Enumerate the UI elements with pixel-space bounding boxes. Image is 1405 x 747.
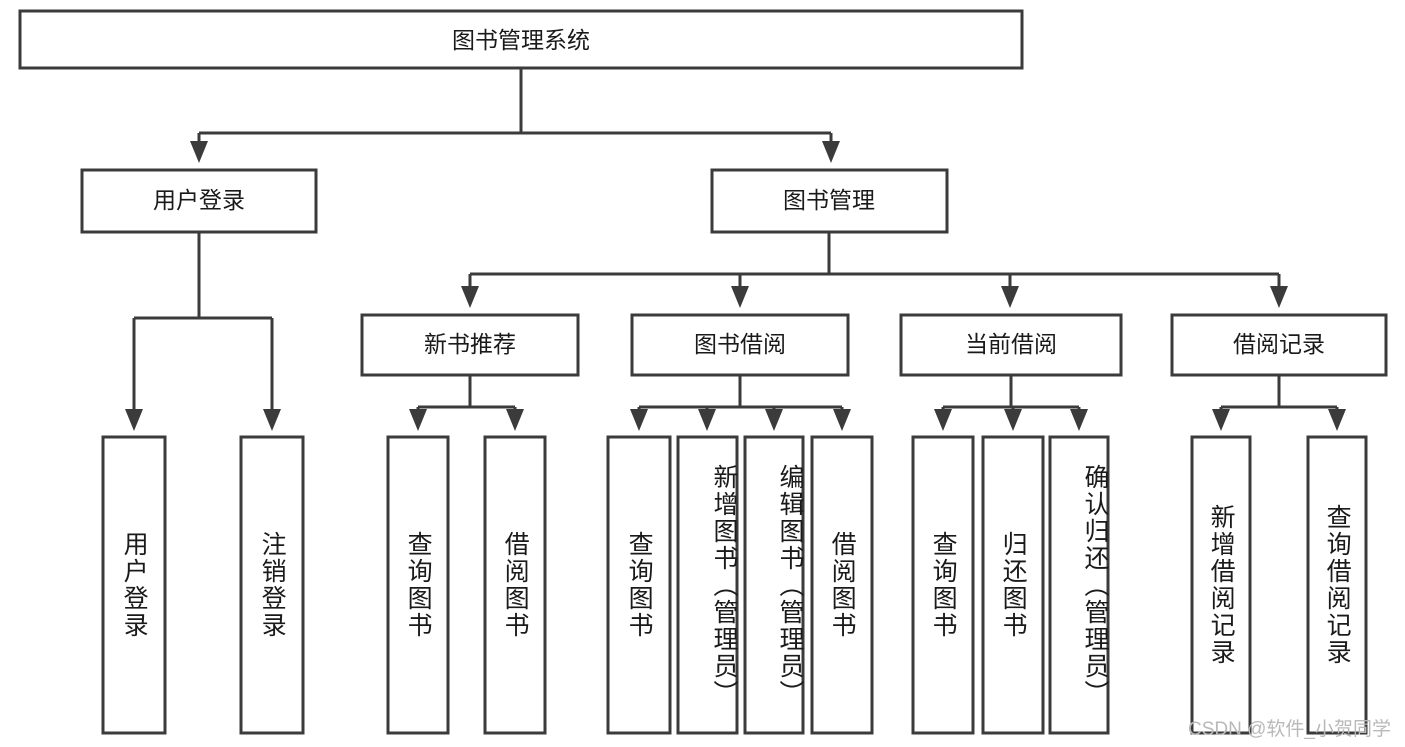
leaf-query-borrow-record[interactable]: [1306, 435, 1368, 735]
connector-borrow-record-to-leaves: [1212, 375, 1346, 431]
leaf-edit-book-admin[interactable]: [743, 435, 805, 735]
label-root: 图书管理系统: [452, 27, 590, 53]
connector-root-to-level2: [190, 68, 840, 163]
label-borrow-record: 借阅记录: [1233, 331, 1325, 357]
node-root[interactable]: [18, 9, 1024, 70]
connector-book-borrow-to-leaves: [630, 375, 851, 431]
leaf-return-book[interactable]: [981, 435, 1045, 735]
connector-user-login-to-leaves: [125, 232, 281, 431]
label-new-book-recommend: 新书推荐: [424, 331, 516, 357]
leaf-borrow-book[interactable]: [810, 435, 874, 735]
connector-book-management-to-level3: [461, 232, 1288, 308]
label-book-management: 图书管理: [783, 187, 875, 213]
leaf-user-login[interactable]: [101, 435, 167, 735]
connector-new-book-recommend-to-leaves: [409, 375, 524, 431]
leaf-add-borrow-record[interactable]: [1190, 435, 1252, 735]
node-current-borrow[interactable]: [899, 313, 1123, 377]
leaf-borrow-book-rec[interactable]: [483, 435, 547, 735]
leaf-add-book-admin[interactable]: [676, 435, 739, 735]
label-user-login: 用户登录: [153, 187, 245, 213]
leaf-query-book-rec[interactable]: [386, 435, 450, 735]
node-user-login[interactable]: [80, 168, 318, 234]
leaf-confirm-return-admin[interactable]: [1048, 435, 1110, 735]
leaf-query-book-borrow[interactable]: [606, 435, 672, 735]
connector-current-borrow-to-leaves: [934, 375, 1088, 431]
watermark-text: CSDN @软件_小贺同学: [1188, 719, 1391, 740]
node-new-book-recommend[interactable]: [360, 313, 580, 377]
label-book-borrow: 图书借阅: [694, 331, 786, 357]
leaf-query-book-current[interactable]: [911, 435, 975, 735]
label-current-borrow: 当前借阅: [965, 331, 1057, 357]
leaf-logout[interactable]: [239, 435, 305, 735]
